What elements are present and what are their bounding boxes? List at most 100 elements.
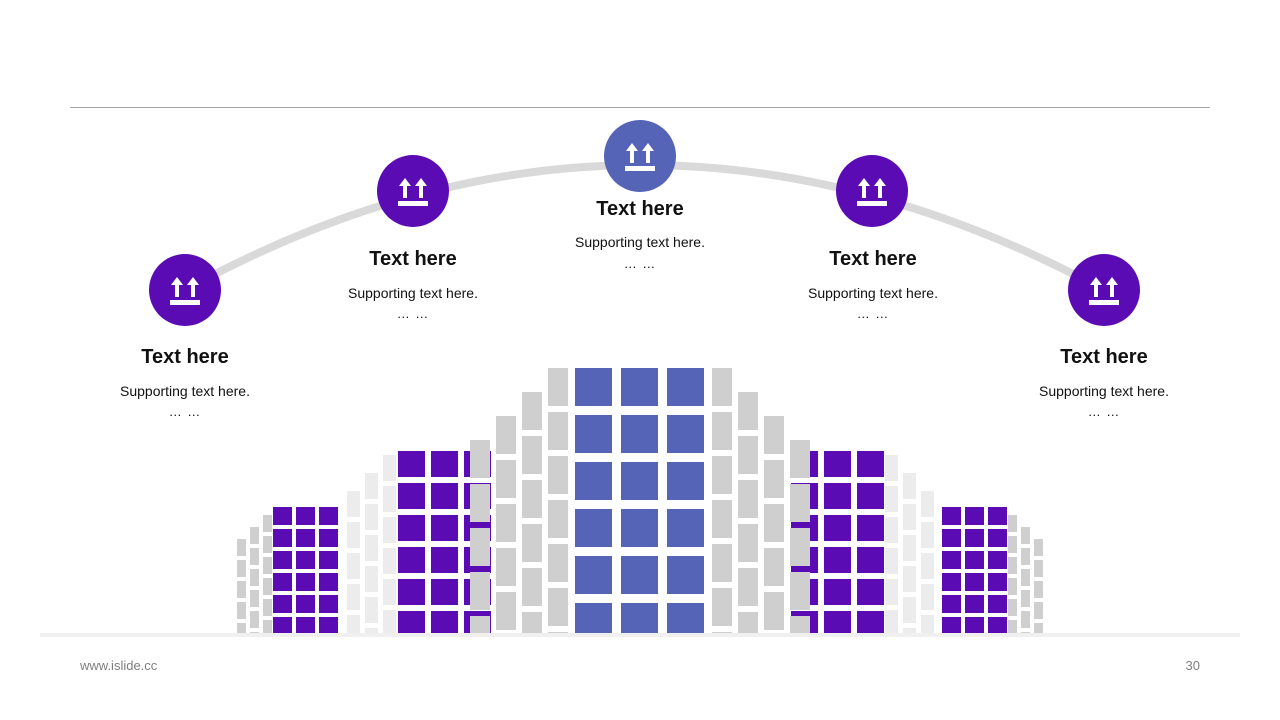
side-window [263, 578, 272, 595]
building-group [237, 368, 1043, 633]
mid-building-window [824, 515, 851, 541]
side-window [903, 473, 916, 499]
center-tower-window [621, 368, 658, 406]
mid-building-window [431, 611, 458, 633]
side-window [522, 612, 542, 633]
mid-building-window [431, 451, 458, 477]
side-window [365, 628, 378, 633]
side-window [383, 610, 396, 633]
this-side-up-arrows-icon [1086, 272, 1122, 308]
side-window [347, 615, 360, 633]
side-window [347, 522, 360, 548]
side-window [1021, 590, 1030, 607]
small-building-window [273, 507, 292, 525]
side-window [263, 557, 272, 574]
side-window [1008, 557, 1017, 574]
mid-building-window [824, 451, 851, 477]
node-4-ellipsis: … … [856, 306, 890, 321]
mid-building-window [824, 547, 851, 573]
node-2-title: Text here [369, 248, 457, 270]
side-window [764, 548, 784, 586]
this-side-up-arrows-icon [167, 272, 203, 308]
this-side-up-arrows-icon [395, 173, 431, 209]
center-tower-window [621, 509, 658, 547]
center-tower-window [575, 509, 612, 547]
side-window [764, 504, 784, 542]
side-window [365, 504, 378, 530]
side-window [764, 592, 784, 630]
small-building-window [319, 507, 338, 525]
side-window [548, 632, 568, 633]
side-window [738, 480, 758, 518]
side-window [790, 484, 810, 522]
small-building-window [319, 551, 338, 569]
side-window [237, 560, 246, 577]
side-window [365, 566, 378, 592]
small-building-window [273, 551, 292, 569]
side-window [790, 440, 810, 478]
side-window [470, 440, 490, 478]
small-building-window [273, 595, 292, 613]
mid-building-window [857, 515, 884, 541]
node-4-circle [836, 155, 908, 227]
small-building-window [988, 529, 1007, 547]
side-window [263, 620, 272, 633]
small-building-window [273, 617, 292, 633]
side-window [347, 553, 360, 579]
side-window [921, 491, 934, 517]
center-tower-window [667, 368, 704, 406]
mid-building-window [824, 611, 851, 633]
side-window [496, 504, 516, 542]
side-window [885, 517, 898, 543]
small-building-window [942, 551, 961, 569]
mid-building-window [398, 451, 425, 477]
small-building-window [942, 617, 961, 633]
center-tower-window [575, 415, 612, 453]
small-building-window [988, 595, 1007, 613]
side-window [496, 592, 516, 630]
side-window [1021, 548, 1030, 565]
small-building-window [988, 617, 1007, 633]
small-building-window [965, 617, 984, 633]
side-window [1008, 578, 1017, 595]
side-window [712, 588, 732, 626]
side-window [1021, 632, 1030, 633]
mid-building-window [431, 515, 458, 541]
side-window [548, 368, 568, 406]
small-building-window [942, 529, 961, 547]
small-building-window [942, 507, 961, 525]
footer-url: www.islide.cc [80, 658, 158, 673]
small-building-window [296, 573, 315, 591]
mid-building-window [857, 579, 884, 605]
mid-building-window [431, 547, 458, 573]
side-window [1008, 620, 1017, 633]
node-5-circle [1068, 254, 1140, 326]
center-tower-window [621, 603, 658, 633]
node-3-subtitle: Supporting text here. [575, 234, 705, 250]
small-building-window [296, 507, 315, 525]
side-window [250, 548, 259, 565]
side-window [1021, 611, 1030, 628]
side-window [263, 515, 272, 532]
center-tower-window [621, 415, 658, 453]
side-window [712, 544, 732, 582]
side-window [921, 553, 934, 579]
small-building-window [296, 551, 315, 569]
small-building-window [988, 507, 1007, 525]
side-window [764, 460, 784, 498]
small-building-window [965, 529, 984, 547]
this-side-up-arrows-icon [622, 138, 658, 174]
side-window [790, 528, 810, 566]
side-window [885, 548, 898, 574]
side-window [548, 412, 568, 450]
side-window [921, 584, 934, 610]
node-1-title: Text here [141, 346, 229, 368]
side-window [496, 548, 516, 586]
side-window [1008, 599, 1017, 616]
side-window [1021, 527, 1030, 544]
side-window [496, 460, 516, 498]
side-window [903, 597, 916, 623]
side-window [365, 597, 378, 623]
page-number: 30 [1185, 658, 1200, 673]
small-building-window [988, 551, 1007, 569]
